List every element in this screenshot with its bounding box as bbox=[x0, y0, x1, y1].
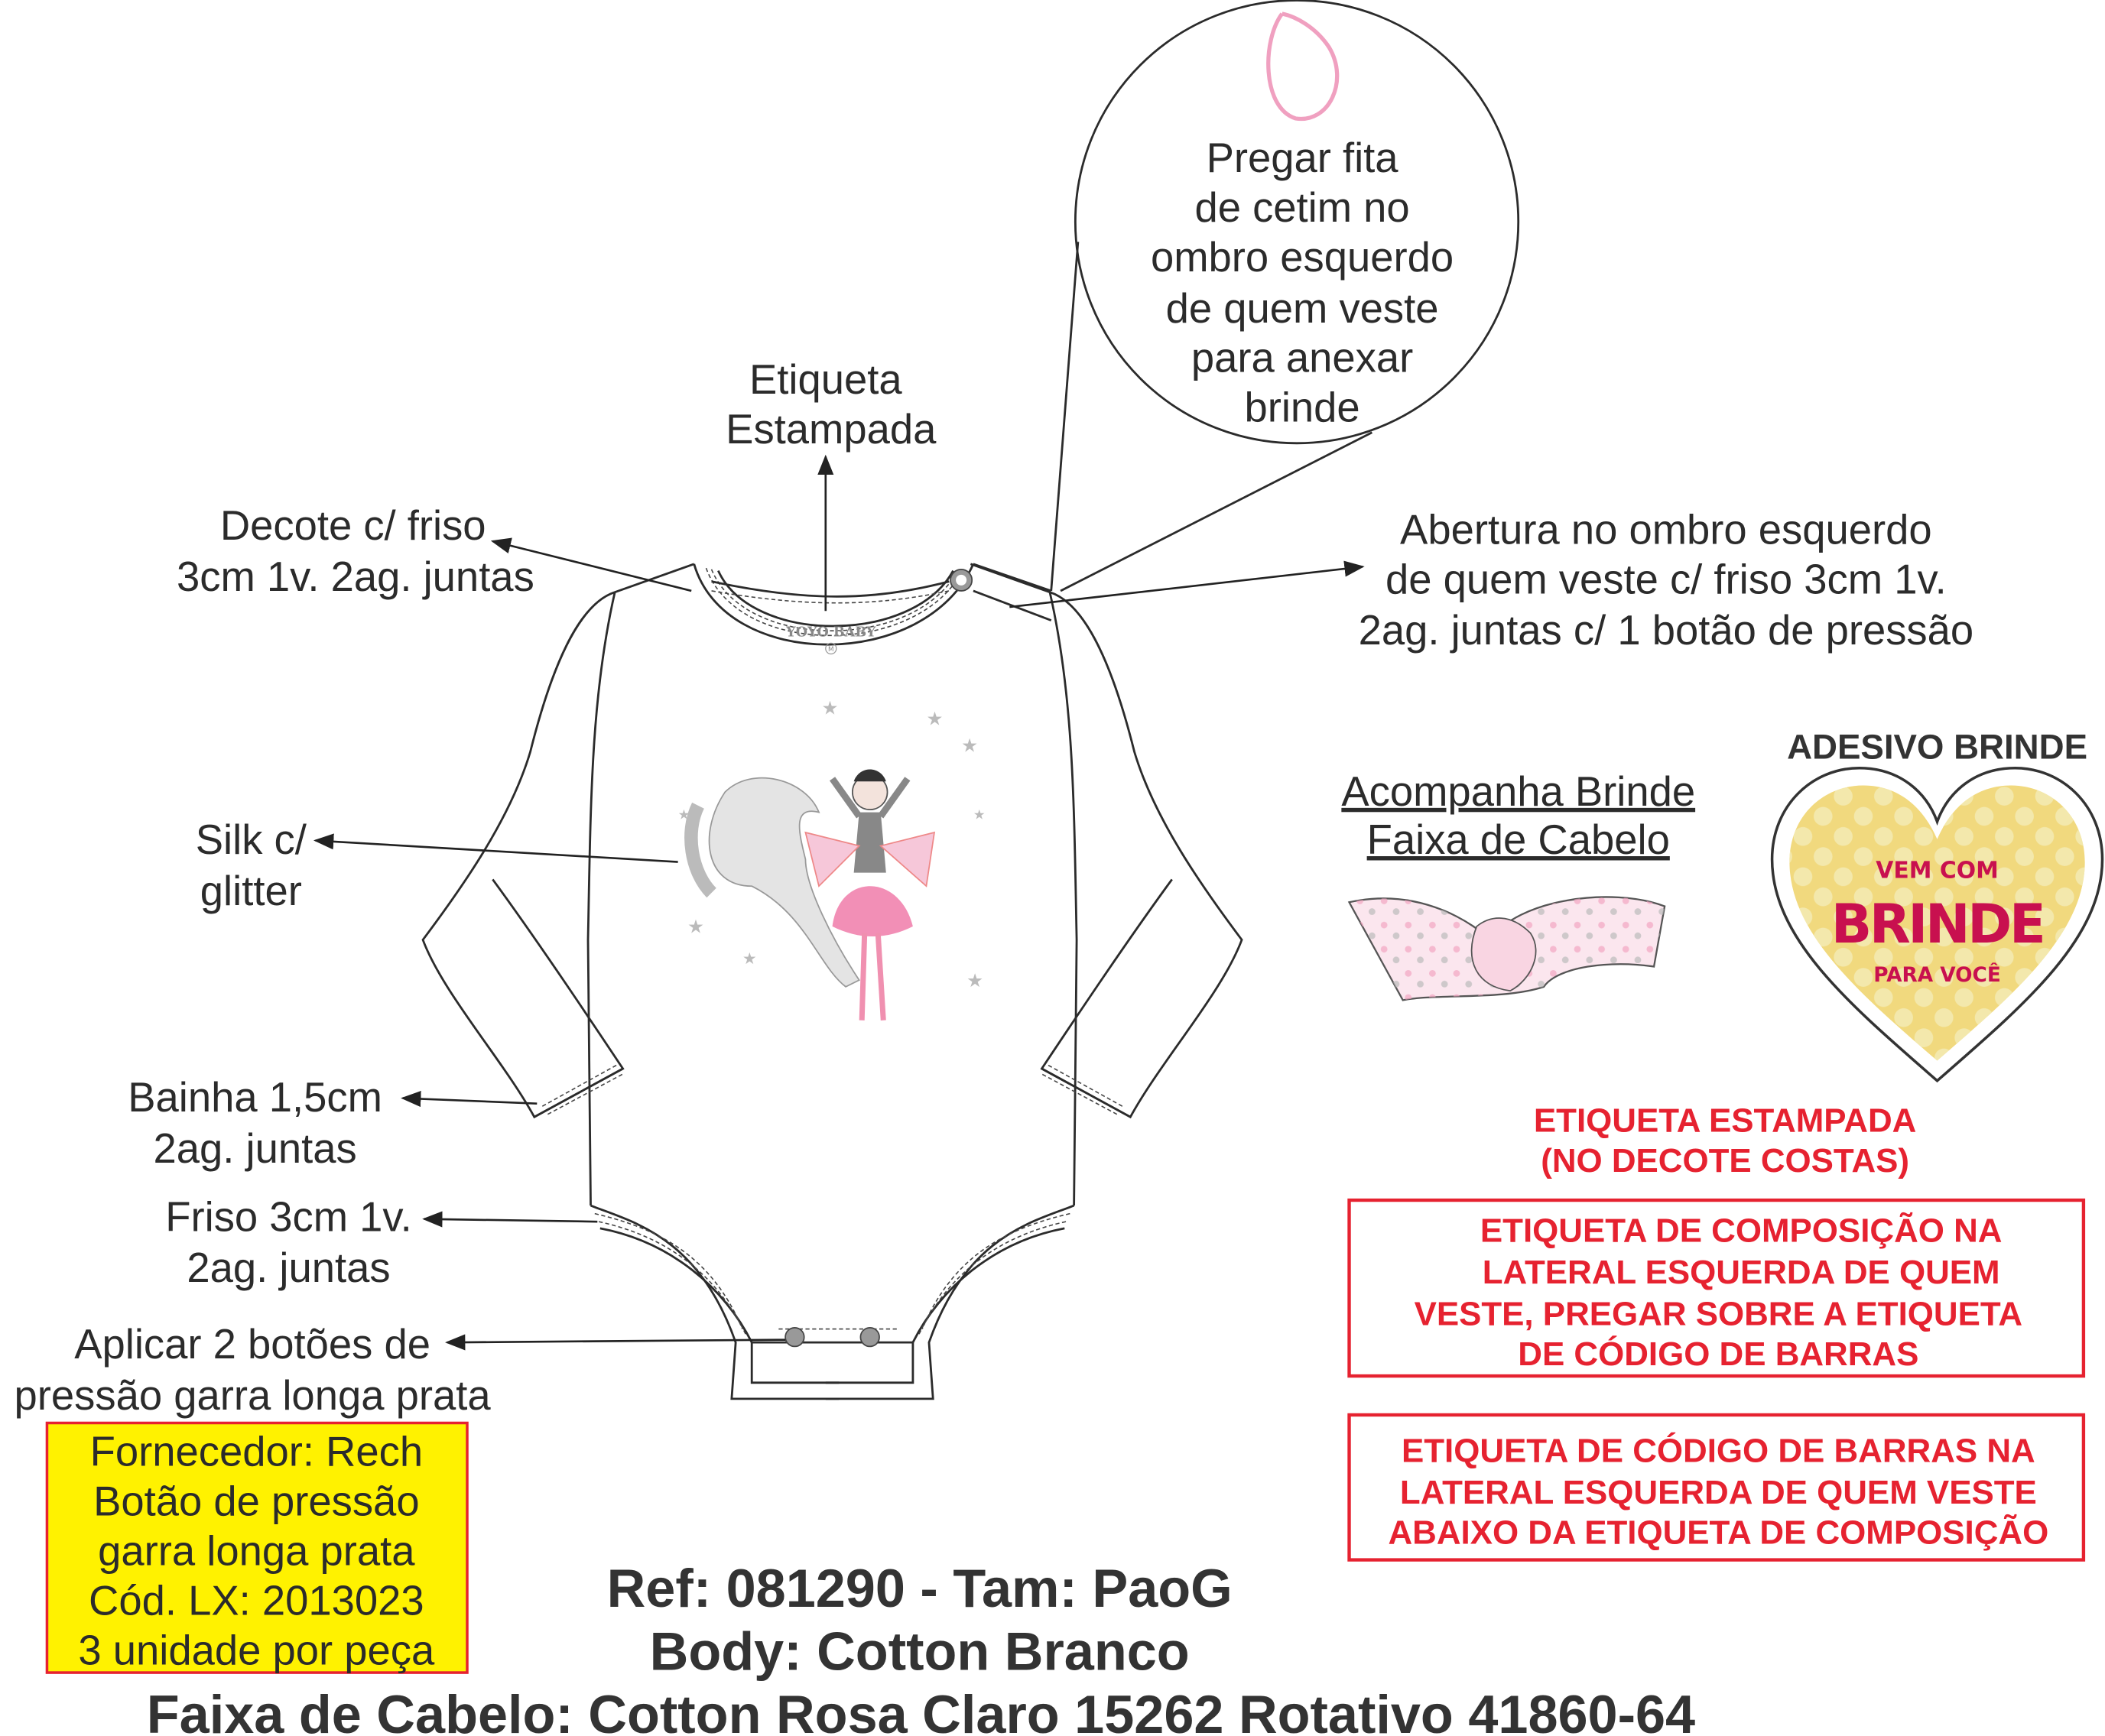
supplier-line: Botão de pressão bbox=[93, 1478, 419, 1525]
note-line: (NO DECOTE COSTAS) bbox=[1541, 1142, 1909, 1180]
headband-fabric-line: Faixa de Cabelo: Cotton Rosa Claro 15262… bbox=[147, 1684, 1695, 1736]
crotch-snap-icon bbox=[859, 1326, 880, 1348]
satin-ribbon-callout: Pregar fita de cetim no ombro esquerdo d… bbox=[1050, 0, 1520, 592]
callout-arrows bbox=[313, 454, 1365, 1351]
neckline-callout: 3cm 1v. 2ag. juntas bbox=[177, 553, 534, 600]
supplier-line: 3 unidade por peça bbox=[78, 1627, 435, 1674]
svg-text:★: ★ bbox=[973, 806, 986, 822]
supplier-line: garra longa prata bbox=[98, 1528, 415, 1575]
note-line: DE CÓDIGO DE BARRAS bbox=[1518, 1335, 1918, 1373]
note-line: Pregar fita bbox=[1207, 135, 1399, 181]
printed-label-brand: YOYO BABY bbox=[785, 625, 876, 641]
svg-text:★: ★ bbox=[966, 971, 983, 991]
shoulder-callout: Abertura no ombro esquerdo bbox=[1400, 506, 1932, 553]
supplier-line: Fornecedor: Rech bbox=[90, 1429, 423, 1475]
hem-callout: Bainha 1,5cm bbox=[128, 1074, 382, 1121]
shoulder-callout: de quem veste c/ friso 3cm 1v. bbox=[1385, 556, 1947, 602]
note-line: ABAIXO DA ETIQUETA DE COMPOSIÇÃO bbox=[1388, 1514, 2048, 1552]
label-callout: Estampada bbox=[726, 406, 937, 453]
gift-title: Acompanha Brinde bbox=[1341, 768, 1695, 815]
friso-callout: 2ag. juntas bbox=[187, 1244, 390, 1291]
svg-text:★: ★ bbox=[822, 698, 839, 719]
supplier-line: Cód. LX: 2013023 bbox=[89, 1578, 424, 1624]
svg-text:★: ★ bbox=[678, 806, 690, 822]
ballerina-unicorn-print: ★ ★ ★ ★ ★ ★ ★ ★ bbox=[678, 698, 986, 1021]
ref-line: Ref: 081290 - Tam: PaoG bbox=[607, 1558, 1233, 1618]
note-line: LATERAL ESQUERDA DE QUEM bbox=[1483, 1254, 2000, 1291]
note-line: brinde bbox=[1244, 385, 1359, 431]
bodysuit-drawing: YOYO BABY M ★ ★ ★ ★ ★ ★ ★ ★ bbox=[421, 563, 1243, 1400]
silk-callout: Silk c/ bbox=[196, 816, 307, 863]
note-line: para anexar bbox=[1191, 335, 1413, 381]
sticker-title: ADESIVO BRINDE bbox=[1787, 727, 2087, 766]
note-line: ETIQUETA DE COMPOSIÇÃO NA bbox=[1480, 1211, 2003, 1249]
crotch-snap-icon bbox=[785, 1326, 805, 1348]
fabric-line: Body: Cotton Branco bbox=[650, 1621, 1190, 1682]
note-line: ETIQUETA ESTAMPADA bbox=[1534, 1102, 1916, 1140]
ribbon-icon bbox=[1266, 11, 1340, 122]
note-line: LATERAL ESQUERDA DE QUEM VESTE bbox=[1400, 1474, 2037, 1511]
supplier-box: Fornecedor: Rech Botão de pressão garra … bbox=[45, 1421, 469, 1674]
gift-title: Faixa de Cabelo bbox=[1367, 816, 1670, 863]
sticker-line: PARA VOCÊ bbox=[1873, 962, 2001, 987]
gift-sticker: ADESIVO BRINDE VEM COM BRINDE PARA VOCÊ bbox=[1770, 727, 2104, 1083]
note-line: ETIQUETA DE CÓDIGO DE BARRAS NA bbox=[1402, 1431, 2035, 1469]
hem-callout: 2ag. juntas bbox=[153, 1125, 356, 1172]
sticker-line: VEM COM bbox=[1876, 858, 1998, 884]
svg-text:★: ★ bbox=[742, 949, 757, 968]
shoulder-callout: 2ag. juntas c/ 1 botão de pressão bbox=[1359, 607, 1974, 654]
svg-text:★: ★ bbox=[926, 709, 943, 730]
note-line: de quem veste bbox=[1166, 285, 1439, 332]
label-callout: Etiqueta bbox=[749, 356, 902, 403]
buttons-callout: pressão garra longa prata bbox=[15, 1372, 492, 1419]
note-line: de cetim no bbox=[1194, 184, 1409, 231]
svg-text:★: ★ bbox=[687, 917, 704, 938]
friso-callout: Friso 3cm 1v. bbox=[165, 1193, 411, 1240]
printed-label-size: M bbox=[828, 646, 834, 654]
buttons-callout: Aplicar 2 botões de bbox=[74, 1321, 430, 1368]
sticker-line: BRINDE bbox=[1831, 893, 2044, 956]
label-notes: ETIQUETA ESTAMPADA (NO DECOTE COSTAS) ET… bbox=[1347, 1102, 2086, 1562]
svg-text:★: ★ bbox=[961, 736, 978, 757]
composition-note-box bbox=[1347, 1198, 2086, 1378]
product-footer: Ref: 081290 - Tam: PaoG Body: Cotton Bra… bbox=[147, 1558, 1695, 1736]
note-line: ombro esquerdo bbox=[1151, 234, 1454, 281]
neckline-callout: Decote c/ friso bbox=[220, 502, 486, 549]
gift-headband: Acompanha Brinde Faixa de Cabelo bbox=[1341, 768, 1695, 1001]
barcode-note-box bbox=[1347, 1413, 2086, 1562]
silk-callout: glitter bbox=[200, 868, 302, 914]
note-line: VESTE, PREGAR SOBRE A ETIQUETA bbox=[1415, 1295, 2023, 1332]
